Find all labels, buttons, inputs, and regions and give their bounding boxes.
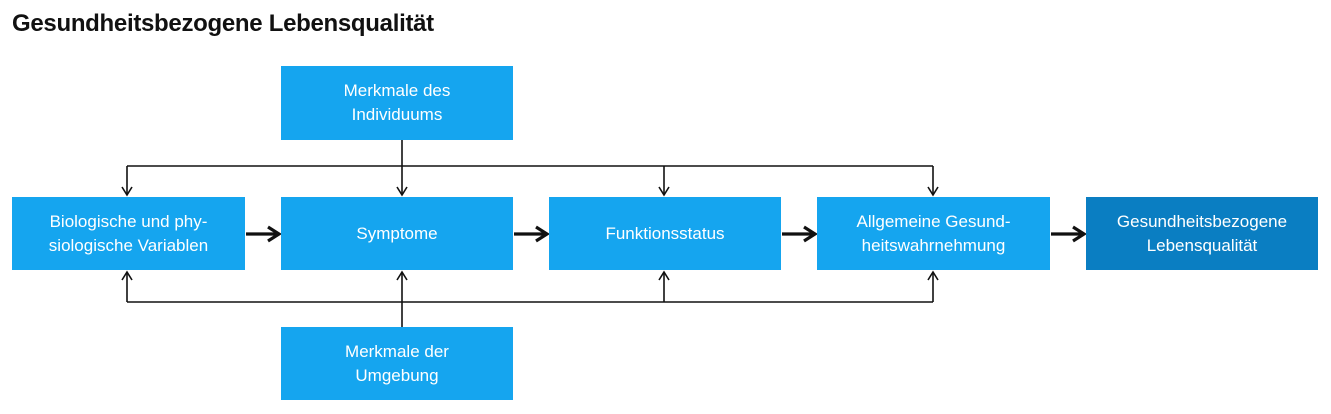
node-symptoms: Symptome [281,197,513,270]
node-environment-characteristics: Merkmale der Umgebung [281,327,513,400]
node-biological-variables: Biologische und phy- siologische Variabl… [12,197,245,270]
node-label-line: Gesundheitsbezogene [1116,211,1288,231]
node-health-related-quality-of-life: Gesundheitsbezogene Lebensqualität [1086,197,1318,270]
node-label-line: Merkmale des [343,81,451,100]
node-label-line: Umgebung [355,365,439,385]
diagram-title: Gesundheitsbezogene Lebensqualität [12,10,434,37]
node-individual-characteristics: Merkmale des Individuums [281,66,513,140]
node-label-line: Lebensqualität [1146,235,1258,255]
node-label-line: Symptome [356,223,438,243]
node-label-line: Merkmale der [345,341,449,361]
node-label-line: Individuums [351,105,443,124]
individual-feedback-lines [121,140,939,197]
node-functional-status: Funktionsstatus [549,197,781,270]
node-label-line: siologische Variablen [48,235,209,255]
node-label-line: Allgemeine Gesund- [856,211,1011,231]
node-label-line: heitswahrnehmung [861,235,1006,255]
environment-feedback-lines [121,270,939,327]
node-label-line: Funktionsstatus [605,223,725,243]
node-label-line: Biologische und phy- [49,211,208,231]
node-general-health-perception: Allgemeine Gesund- heitswahrnehmung [817,197,1050,270]
